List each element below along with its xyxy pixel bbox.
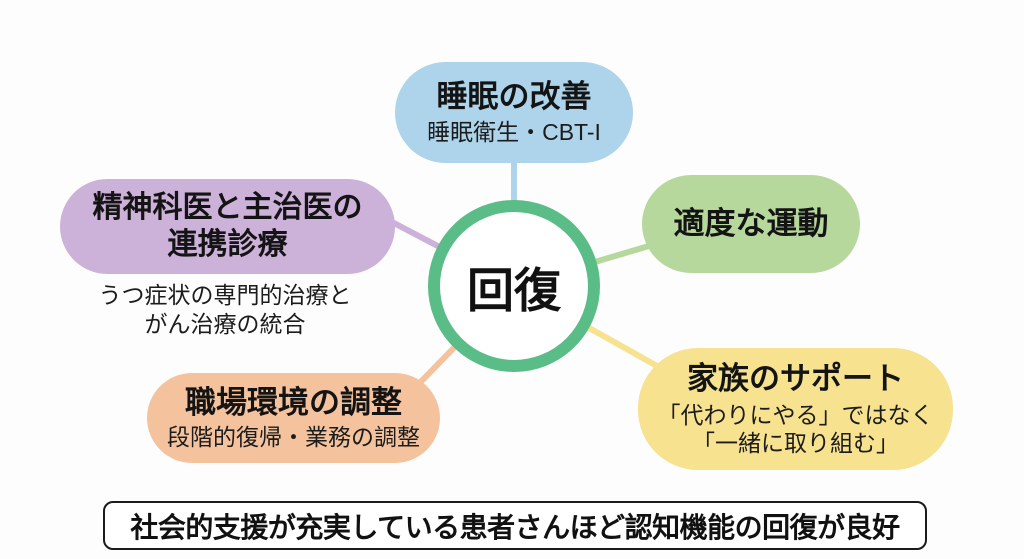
- center-recovery-label: 回復: [467, 263, 561, 317]
- footer-note-box: 社会的支援が充実している患者さんほど認知機能の回復が良好: [103, 501, 927, 550]
- bubble-doctor-title-line2: 連携診療: [167, 227, 288, 261]
- bubble-family-support: 家族のサポート 「代わりにやる」ではなく 「一緒に取り組む」: [638, 348, 953, 470]
- bubble-exercise-title: 適度な運動: [673, 205, 829, 241]
- bubble-doctor-title-line1: 精神科医と主治医の: [92, 190, 363, 224]
- bubble-family-subtitle-line2: 「一緒に取り組む」: [692, 430, 899, 457]
- bubble-workplace-title: 職場環境の調整: [185, 385, 402, 421]
- bubble-moderate-exercise: 適度な運動: [642, 175, 860, 273]
- footer-note-text: 社会的支援が充実している患者さんほど認知機能の回復が良好: [130, 511, 900, 543]
- center-recovery-circle: 回復: [428, 200, 600, 372]
- bubble-workplace-subtitle: 段階的復帰・業務の調整: [167, 423, 420, 450]
- bubble-family-title: 家族のサポート: [687, 360, 904, 396]
- bubble-sleep-improvement: 睡眠の改善 睡眠衛生・CBT-I: [395, 62, 633, 163]
- bubble-sleep-title: 睡眠の改善: [436, 78, 592, 114]
- doctor-note: うつ症状の専門的治療と がん治療の統合: [55, 281, 395, 339]
- doctor-note-line2: がん治療の統合: [144, 310, 306, 337]
- doctor-note-line1: うつ症状の専門的治療と: [98, 282, 352, 308]
- bubble-workplace-adjustment: 職場環境の調整 段階的復帰・業務の調整: [147, 373, 440, 463]
- bubble-psychiatrist-collaboration: 精神科医と主治医の 連携診療: [60, 179, 395, 274]
- bubble-family-subtitle-line1: 「代わりにやる」ではなく: [657, 402, 934, 429]
- bubble-sleep-subtitle: 睡眠衛生・CBT-I: [427, 119, 601, 146]
